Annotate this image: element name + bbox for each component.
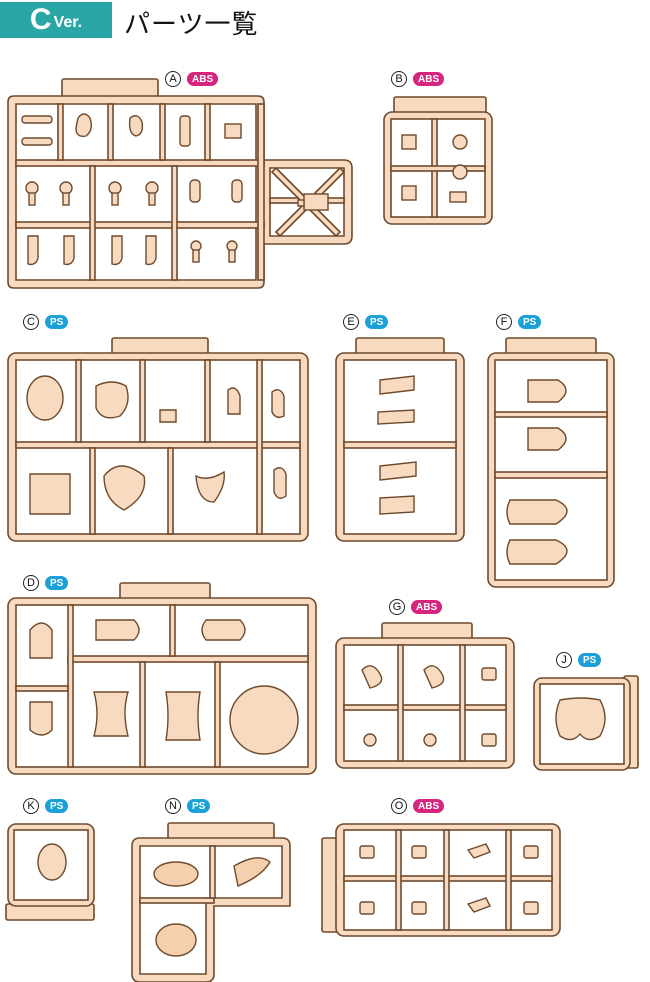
- sprue-e: [335, 337, 465, 542]
- sprue-a: [7, 78, 353, 289]
- material-badge: ABS: [411, 600, 443, 614]
- material-badge: PS: [45, 576, 69, 590]
- sprue-o: [321, 823, 561, 937]
- runner-letter: G: [389, 599, 405, 615]
- sprue-f: [487, 337, 615, 588]
- material-badge: ABS: [187, 72, 219, 86]
- runner-letter: E: [343, 314, 359, 330]
- runner-letter: J: [556, 652, 572, 668]
- runner-label-g: G ABS: [389, 598, 443, 616]
- runner-letter: F: [496, 314, 512, 330]
- page-title: パーツ一覧: [124, 10, 259, 40]
- runner-letter: A: [165, 71, 181, 87]
- runner-label-b: B ABS: [391, 70, 445, 88]
- runner-letter: C: [23, 314, 39, 330]
- material-badge: PS: [45, 315, 69, 329]
- runner-label-c: C PS: [23, 313, 69, 331]
- runner-letter: D: [23, 575, 39, 591]
- runner-label-k: K PS: [23, 797, 69, 815]
- version-tag-suffix: Ver.: [53, 14, 83, 31]
- runner-letter: K: [23, 798, 39, 814]
- sprue-k: [5, 823, 95, 921]
- version-tag-letter: C: [29, 3, 52, 36]
- version-tag: C Ver.: [0, 2, 112, 38]
- runner-label-d: D PS: [23, 574, 69, 592]
- sprue-g: [335, 622, 515, 769]
- sprue-n: [131, 822, 291, 982]
- material-badge: ABS: [413, 799, 445, 813]
- sprue-c: [7, 337, 309, 542]
- material-badge: ABS: [413, 72, 445, 86]
- material-badge: PS: [45, 799, 69, 813]
- sprue-d: [7, 582, 317, 775]
- material-badge: PS: [578, 653, 602, 667]
- runner-label-o: O ABS: [391, 797, 445, 815]
- runner-label-n: N PS: [165, 797, 211, 815]
- material-badge: PS: [187, 799, 211, 813]
- sprue-b: [383, 96, 493, 225]
- runner-label-j: J PS: [556, 651, 602, 669]
- runner-label-a: A ABS: [165, 70, 219, 88]
- material-badge: PS: [365, 315, 389, 329]
- runner-letter: B: [391, 71, 407, 87]
- material-badge: PS: [518, 315, 542, 329]
- runner-letter: O: [391, 798, 407, 814]
- sprue-j: [533, 675, 639, 771]
- runner-label-f: F PS: [496, 313, 542, 331]
- runner-letter: N: [165, 798, 181, 814]
- runner-label-e: E PS: [343, 313, 389, 331]
